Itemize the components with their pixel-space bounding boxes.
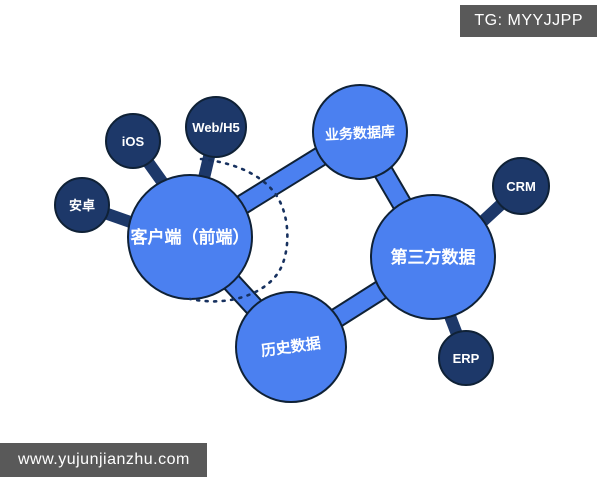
node-android-label: 安卓 bbox=[69, 198, 95, 213]
primary-bubbles bbox=[127, 84, 496, 403]
node-history-circle bbox=[235, 291, 347, 403]
node-web-h5-label: Web/H5 bbox=[192, 120, 239, 135]
node-android-circle bbox=[54, 177, 110, 233]
node-web-h5-circle bbox=[185, 96, 247, 158]
node-erp-label: ERP bbox=[453, 351, 480, 366]
node-business-db-circle bbox=[312, 84, 408, 180]
satellite-bubbles bbox=[54, 96, 550, 386]
node-erp-circle bbox=[438, 330, 494, 386]
node-crm-label: CRM bbox=[506, 179, 536, 194]
node-client-label: 客户端（前端） bbox=[130, 227, 250, 247]
node-business-db-label: 业务数据库 bbox=[325, 123, 396, 143]
client-sketch-dashed-outline bbox=[188, 157, 289, 303]
node-ios-circle bbox=[105, 113, 161, 169]
node-third-party-label: 第三方数据 bbox=[391, 247, 476, 267]
website-watermark: www.yujunjianzhu.com bbox=[0, 443, 207, 477]
node-third-party-circle bbox=[370, 194, 496, 320]
tg-watermark-badge: TG: MYYJJPP bbox=[460, 5, 597, 37]
node-ios-label: iOS bbox=[122, 134, 145, 149]
node-crm-circle bbox=[492, 157, 550, 215]
